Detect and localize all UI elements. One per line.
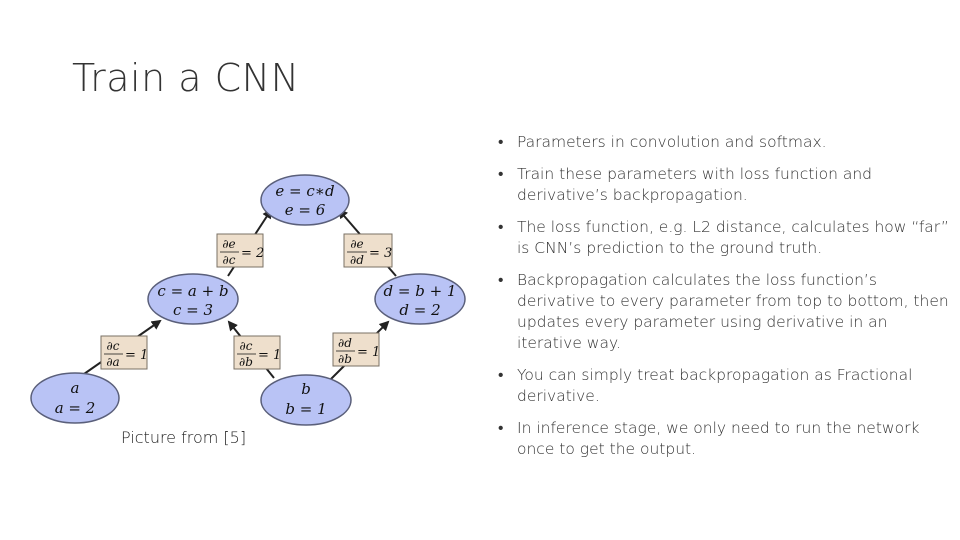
bullet-dot: •	[498, 419, 504, 437]
edge-label-c-a: ∂c ∂a = 1	[100, 335, 148, 370]
label-numerator: ∂c	[240, 339, 253, 353]
bullet-dot: •	[498, 271, 504, 289]
bullet-dot: •	[498, 165, 504, 183]
label-numerator: ∂e	[350, 237, 363, 251]
edge-label-c-b: ∂c ∂b = 1	[233, 335, 281, 370]
label-numerator: ∂d	[338, 336, 352, 350]
node-expression: b	[301, 380, 311, 398]
bullet-item: • The loss function, e.g. L2 distance, ca…	[494, 217, 950, 259]
node-expression: e = c∗d	[275, 182, 334, 200]
label-denominator: ∂d	[350, 253, 364, 267]
edge-b-to-d	[329, 320, 390, 381]
bullet-text: Train these parameters with loss functio…	[517, 165, 873, 204]
bullet-text: In inference stage, we only need to run …	[517, 419, 920, 458]
label-numerator: ∂c	[107, 339, 120, 353]
bullet-item: • Parameters in convolution and softmax.	[494, 132, 950, 153]
node-expression: c = a + b	[157, 282, 228, 300]
bullet-item: • You can simply treat backpropagation as…	[494, 365, 950, 407]
bullet-text: Backpropagation calculates the loss func…	[517, 271, 949, 352]
bullet-text: You can simply treat backpropagation as …	[517, 366, 913, 405]
label-numerator: ∂e	[222, 237, 235, 251]
bullet-item: • Train these parameters with loss functi…	[494, 164, 950, 206]
label-denominator: ∂b	[338, 352, 352, 366]
bullet-item: • In inference stage, we only need to run…	[494, 418, 950, 460]
slide-title: Train a CNN	[72, 56, 300, 100]
edge-a-to-c	[83, 319, 162, 375]
node-value: d = 2	[399, 301, 440, 319]
bullet-dot: •	[498, 133, 504, 151]
node-value: b = 1	[285, 400, 326, 418]
bullet-list: •Parameters in convolution and softmax. …	[494, 132, 950, 471]
label-denominator: ∂c	[223, 253, 236, 267]
bullet-dot: •	[498, 218, 504, 236]
edge-label-d-b: ∂d ∂b = 1	[332, 332, 380, 367]
label-value: = 3	[369, 246, 392, 261]
label-denominator: ∂b	[239, 355, 253, 369]
bullet-text: The loss function, e.g. L2 distance, cal…	[517, 218, 949, 257]
node-expression: d = b + 1	[384, 282, 457, 300]
node-c: c = a + b c = 3	[147, 273, 239, 325]
picture-caption: Picture from [5]	[121, 428, 247, 447]
node-expression: a	[71, 379, 80, 397]
bullet-text: Parameters in convolution and softmax.	[517, 133, 827, 151]
edges	[83, 208, 397, 381]
bullet-dot: •	[498, 366, 504, 384]
edge-label-e-c: ∂e ∂c = 2	[216, 233, 264, 268]
label-denominator: ∂a	[106, 355, 119, 369]
label-value: = 1	[357, 345, 380, 360]
edge-d-to-e	[337, 208, 397, 277]
node-value: e = 6	[285, 201, 326, 219]
node-b: b b = 1	[260, 374, 352, 426]
label-value: = 1	[258, 348, 281, 363]
node-value: a = 2	[55, 399, 96, 417]
label-value: = 1	[125, 348, 148, 363]
edge-label-e-d: ∂e ∂d = 3	[343, 233, 393, 268]
edge-b-to-c	[227, 320, 275, 379]
node-e: e = c∗d e = 6	[260, 174, 350, 226]
node-a: a a = 2	[30, 372, 120, 424]
node-d: d = b + 1 d = 2	[374, 273, 466, 325]
edge-c-to-e	[227, 208, 273, 277]
label-value: = 2	[241, 246, 264, 261]
bullet-item: • Backpropagation calculates the loss fun…	[494, 270, 950, 354]
node-value: c = 3	[173, 301, 213, 319]
